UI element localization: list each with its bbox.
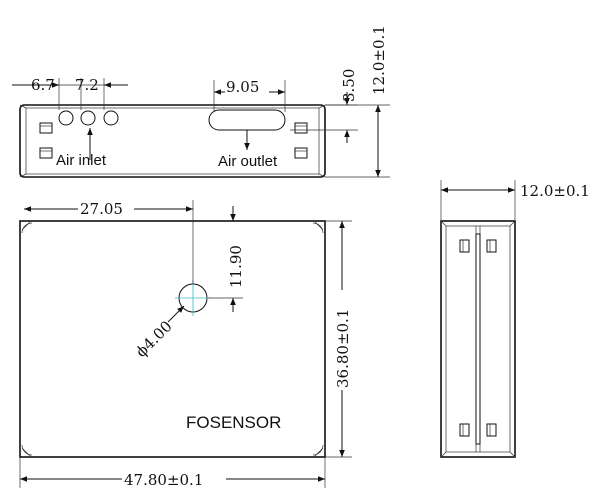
side-view-inner-outline [445, 225, 511, 453]
plan-view: 27.05 11.90 ϕ4.00 FOSENSOR 36.80±0.1 47.… [19, 200, 352, 489]
plan-view-outline [19, 220, 326, 458]
air-outlet-label: Air outlet [218, 153, 278, 170]
air-inlet-hole-3 [103, 110, 119, 126]
side-clip-bottom-left [459, 423, 470, 437]
brand-label: FOSENSOR [186, 413, 281, 432]
clip-right-top [294, 122, 308, 134]
front-view: Air inlet Air outlet 6.7 7.2 9.05 3.50 1… [12, 25, 390, 178]
air-inlet-hole-1 [58, 110, 74, 126]
air-inlet-hole-2 [80, 110, 96, 126]
side-clip-top-right [486, 239, 497, 253]
dim-body-height: 36.80±0.1 [334, 309, 352, 388]
clip-right-bottom [294, 147, 308, 159]
dim-side-height-right: 12.0±0.1 [520, 182, 590, 200]
dim-hole-y: 11.90 [227, 245, 245, 288]
side-view-seam [475, 233, 481, 445]
dim-hole-diameter: ϕ4.00 [132, 317, 176, 361]
dim-inlet-spacing-2: 7.2 [75, 76, 99, 94]
clip-left-top [39, 122, 53, 134]
clip-left-bottom [39, 147, 53, 159]
dim-side-height-top: 12.0±0.1 [370, 25, 388, 95]
dim-body-width: 47.80±0.1 [124, 471, 203, 489]
dim-outlet-offset: 3.50 [340, 69, 358, 102]
side-clip-top-left [459, 239, 470, 253]
front-view-inner-outline [25, 107, 320, 175]
front-view-outline [19, 104, 326, 178]
dim-outlet-width: 9.05 [226, 78, 259, 96]
side-view-outline [440, 220, 516, 458]
dim-hole-x: 27.05 [80, 200, 123, 218]
side-view: 12.0±0.1 [440, 180, 590, 458]
air-outlet-slot [208, 109, 286, 131]
air-inlet-label: Air inlet [56, 152, 107, 169]
side-clip-bottom-right [486, 423, 497, 437]
dim-inlet-spacing-1: 6.7 [31, 76, 55, 94]
